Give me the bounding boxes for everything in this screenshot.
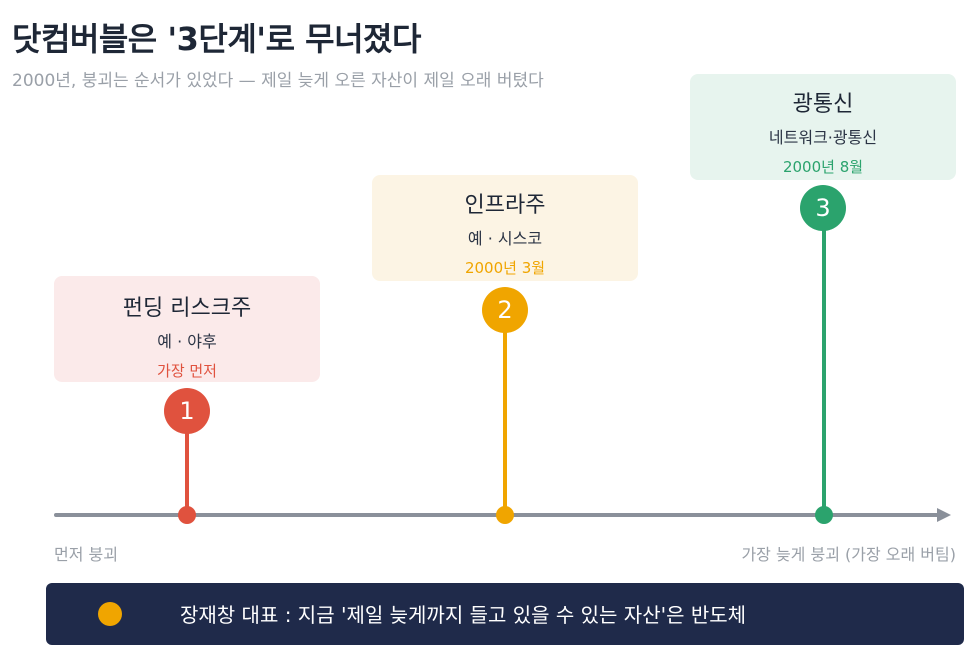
stage-1-example: 예 · 야후 (157, 332, 217, 351)
stage-1-card: 펀딩 리스크주 예 · 야후 가장 먼저 (54, 276, 320, 382)
stage-2-stem (503, 320, 507, 516)
stage-3-example: 네트워크·광통신 (768, 128, 878, 147)
stage-1-badge: 1 (164, 388, 210, 434)
stage-3-badge: 3 (800, 185, 846, 231)
stage-3-stem (822, 220, 826, 516)
stage-2-timing: 2000년 3월 (464, 259, 546, 277)
stage-3-axis-dot (815, 506, 833, 524)
stage-2-name: 인프라주 (464, 193, 546, 218)
stage-1-name: 펀딩 리스크주 (122, 296, 252, 321)
stage-2-card: 인프라주 예 · 시스코 2000년 3월 (372, 175, 638, 281)
page-subtitle: 2000년, 붕괴는 순서가 있었다 — 제일 늦게 오른 자산이 제일 오래 … (12, 71, 544, 91)
timeline-arrow-icon (937, 508, 951, 522)
stage-2-badge: 2 (482, 287, 528, 333)
stage-1-axis-dot (178, 506, 196, 524)
footer-text: 장재창 대표 : 지금 '제일 늦게까지 들고 있을 수 있는 자산'은 반도체 (180, 603, 747, 627)
stage-3-timing: 2000년 8월 (782, 158, 864, 176)
stage-3-card: 광통신 네트워크·광통신 2000년 8월 (690, 74, 956, 180)
stage-1-stem (185, 420, 189, 516)
axis-right-label: 가장 늦게 붕괴 (가장 오래 버팀) (741, 545, 956, 564)
page-title: 닷컴버블은 '3단계'로 무너졌다 (12, 20, 421, 58)
stage-3-name: 광통신 (792, 92, 854, 117)
footer-banner: 장재창 대표 : 지금 '제일 늦게까지 들고 있을 수 있는 자산'은 반도체 (46, 583, 964, 645)
stage-1-timing: 가장 먼저 (157, 362, 217, 380)
footer-bullet-icon (98, 602, 122, 626)
stage-2-example: 예 · 시스코 (467, 229, 543, 248)
stage-2-axis-dot (496, 506, 514, 524)
axis-left-label: 먼저 붕괴 (54, 545, 118, 564)
